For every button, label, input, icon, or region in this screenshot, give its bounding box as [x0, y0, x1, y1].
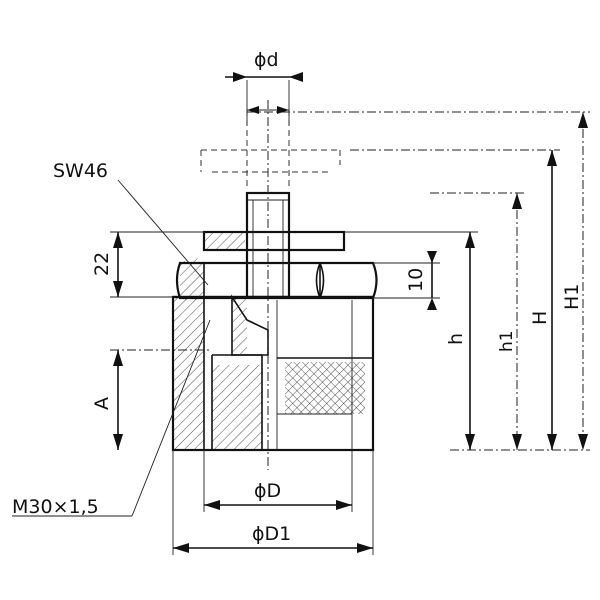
dim-H1: H1 [350, 111, 590, 450]
hex-nut [175, 257, 378, 300]
dim-A: A [91, 349, 212, 450]
dim-10: 10 [373, 251, 440, 310]
label-phi-D: ϕD [254, 480, 281, 502]
label-10: 10 [405, 268, 427, 292]
top-plate [202, 230, 346, 252]
dim-phi-d: ϕd [225, 49, 303, 125]
dim-22: 22 [91, 231, 204, 298]
label-thread: M30×1,5 [12, 496, 99, 518]
dim-thread: M30×1,5 [12, 319, 211, 518]
label-sw46: SW46 [53, 160, 108, 182]
phantom-position [200, 110, 560, 190]
housing [171, 295, 375, 452]
label-phi-d: ϕd [254, 49, 279, 71]
label-H: H [529, 311, 551, 325]
dim-h1: h1 [430, 192, 525, 450]
label-H1: H1 [561, 284, 583, 310]
label-A: A [91, 397, 113, 410]
stud [231, 191, 291, 356]
label-h1: h1 [497, 330, 517, 352]
dim-H: H [529, 150, 557, 450]
dim-phi-D1: ϕD1 [172, 450, 374, 555]
label-h: h [445, 333, 467, 345]
label-phi-D1: ϕD1 [252, 523, 291, 545]
dim-h: h [344, 231, 478, 450]
dim-phi-D: ϕD [203, 450, 353, 512]
dim-sw46: SW46 [53, 160, 209, 286]
label-22: 22 [91, 252, 113, 276]
